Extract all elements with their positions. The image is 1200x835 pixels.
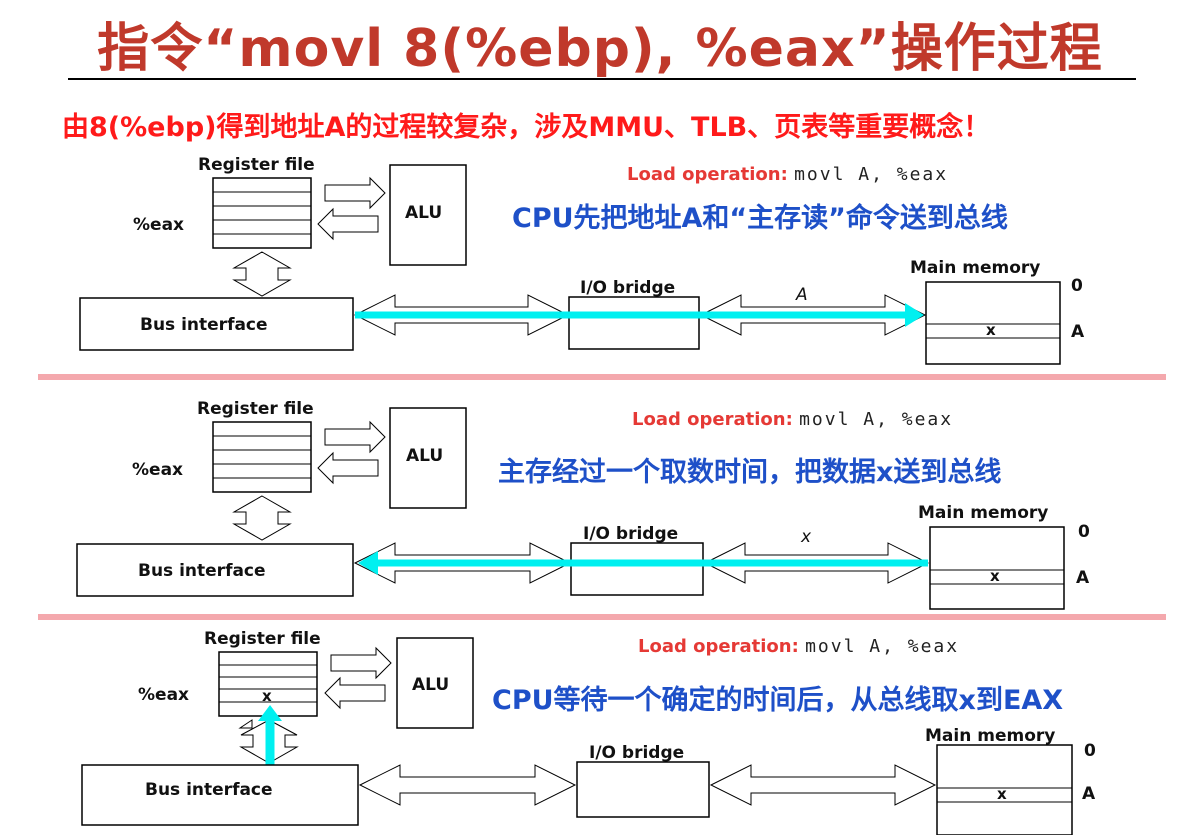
bus-interface-box [76, 543, 354, 597]
io-bridge-box [568, 296, 700, 350]
register-file [212, 421, 312, 493]
memory-address-a: A [1071, 322, 1085, 342]
arrow-from-alu [317, 207, 379, 241]
bus-interface-box [79, 297, 354, 351]
section-divider-1 [38, 374, 1166, 380]
slide-title: 指令“movl 8(%ebp), %eax”操作过程 [97, 19, 1103, 79]
memory-cell-x: x [997, 785, 1007, 803]
alu-label: ALU [406, 446, 444, 466]
diagram-step-3: Register file %eax x ALU Bus interface I… [0, 625, 1200, 835]
diagram-step-1: Register file %eax ALU Bus interface I/O… [0, 150, 1200, 385]
diagram-step-2: Register file %eax ALU Bus interface I/O… [0, 395, 1200, 630]
memory-address-a: A [1076, 568, 1090, 588]
eax-label: %eax [133, 215, 184, 235]
main-memory-box [925, 281, 1061, 365]
memory-bus-arrow [709, 764, 937, 806]
cyan-arrow-head [358, 551, 378, 575]
alu-label: ALU [405, 203, 443, 223]
diagram-graphics [79, 164, 1061, 365]
register-file-label: Register file [197, 399, 314, 419]
main-memory-box [936, 744, 1073, 835]
cyan-arrow-head [258, 705, 282, 721]
step-1-note: CPU先把地址A和“主存读”命令送到总线 [512, 203, 1008, 234]
io-bridge-label: I/O bridge [589, 743, 685, 763]
diagram-graphics [76, 407, 1065, 610]
load-operation-text: Load operation: movl A, %eax [638, 636, 960, 657]
alu-box [396, 637, 474, 729]
eax-register-value: x [262, 687, 272, 705]
arrow-reg-bus [232, 251, 292, 297]
section-divider-2 [38, 614, 1166, 620]
step-3-note: CPU等待一个确定的时间后，从总线取x到EAX [492, 685, 1064, 716]
bus-interface-label: Bus interface [138, 561, 266, 581]
bus-interface-label: Bus interface [140, 315, 268, 335]
load-operation-text: Load operation: movl A, %eax [627, 164, 949, 185]
bus-interface-box [81, 764, 359, 826]
alu-box [389, 407, 467, 509]
arrow-reg-bus-left [238, 719, 253, 729]
arrow-reg-bus [232, 495, 292, 541]
load-operation-text: Load operation: movl A, %eax [632, 409, 954, 430]
memory-cell-x: x [986, 321, 996, 339]
eax-label: %eax [138, 685, 189, 705]
bus-interface-label: Bus interface [145, 780, 273, 800]
system-bus-arrow [358, 764, 577, 806]
register-file [218, 651, 318, 717]
arrow-from-alu [317, 451, 379, 485]
arrow-to-alu [324, 420, 386, 454]
alu-label: ALU [412, 675, 450, 695]
step-2-note: 主存经过一个取数时间，把数据x送到总线 [498, 457, 1002, 488]
main-memory-label: Main memory [918, 503, 1049, 523]
eax-label: %eax [132, 460, 183, 480]
io-bridge-label: I/O bridge [583, 524, 679, 544]
cyan-arrow-head [905, 303, 924, 327]
bus-value-label: A [796, 285, 808, 305]
register-file [212, 177, 312, 249]
register-file-label: Register file [204, 629, 321, 649]
arrow-to-alu [324, 176, 386, 210]
memory-address-a: A [1082, 784, 1096, 804]
main-memory-box [929, 526, 1065, 610]
io-bridge-box [576, 761, 710, 818]
arrow-to-alu [330, 646, 392, 680]
memory-address-0: 0 [1078, 522, 1090, 542]
diagram-graphics [81, 637, 1073, 835]
io-bridge-label: I/O bridge [580, 278, 676, 298]
bus-value-label: x [801, 527, 812, 547]
io-bridge-box [570, 542, 704, 596]
title-underline [68, 78, 1136, 80]
subtitle-note: 由8(%ebp)得到地址A的过程较复杂，涉及MMU、TLB、页表等重要概念！ [62, 112, 991, 143]
memory-address-0: 0 [1071, 276, 1083, 296]
memory-cell-x: x [990, 567, 1000, 585]
register-file-label: Register file [198, 155, 315, 175]
arrow-from-alu [324, 676, 386, 710]
memory-address-0: 0 [1084, 741, 1096, 761]
main-memory-label: Main memory [910, 258, 1041, 278]
alu-box [389, 164, 467, 266]
main-memory-label: Main memory [925, 726, 1056, 746]
